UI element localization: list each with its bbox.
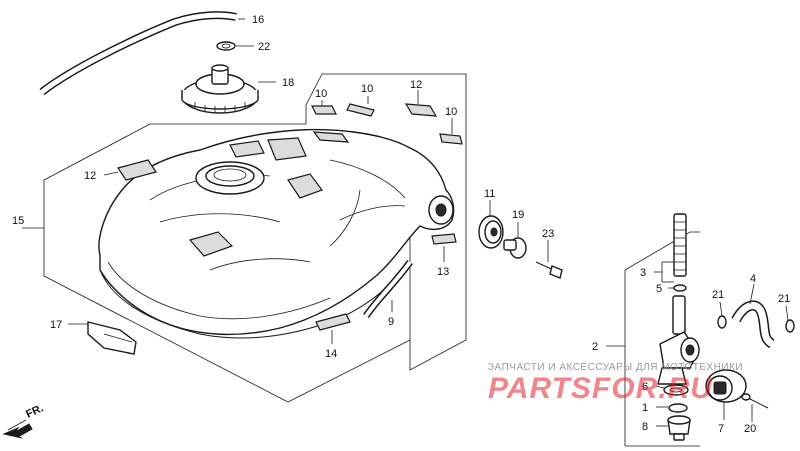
rubber-pad-left [117, 159, 157, 181]
mount-grommet [478, 215, 504, 249]
o-ring-1 [668, 403, 688, 413]
label-22: 22 [258, 41, 270, 53]
sediment-cup [667, 415, 691, 441]
watermark-brand: PARTSFOR.RU [488, 372, 713, 405]
label-3: 3 [640, 267, 646, 279]
label-10b: 10 [361, 83, 373, 95]
fuel-hose [731, 300, 776, 349]
tank-cushion [87, 321, 137, 355]
rubber-pad-14 [315, 313, 351, 331]
label-18: 18 [282, 77, 294, 89]
fuel-strainer [673, 213, 687, 277]
fuel-valve-body [657, 295, 700, 385]
label-5: 5 [656, 283, 662, 295]
label-16: 16 [252, 14, 264, 26]
breather-hose [39, 11, 237, 96]
label-12a: 12 [410, 79, 422, 91]
label-23: 23 [542, 228, 554, 240]
label-10a: 10 [315, 88, 327, 100]
label-7: 7 [718, 423, 724, 435]
label-8: 8 [642, 421, 648, 433]
mount-bolt [535, 261, 563, 279]
packing-6 [663, 384, 689, 396]
watermark: ЗАПЧАСТИ И АКСЕССУАРЫ ДЛЯ МОТОТЕХНИКИ PA… [488, 362, 743, 405]
hose-clip [216, 41, 236, 51]
label-9: 9 [388, 316, 394, 328]
label-21b: 21 [778, 293, 790, 305]
label-13: 13 [437, 266, 449, 278]
rubber-pad-13 [431, 233, 457, 245]
watermark-caption: ЗАПЧАСТИ И АКСЕССУАРЫ ДЛЯ МОТОТЕХНИКИ [488, 362, 743, 373]
hose-clip-right [785, 319, 795, 333]
label-11: 11 [484, 188, 495, 200]
label-17: 17 [50, 319, 62, 331]
label-19: 19 [512, 209, 524, 221]
fuel-tank [98, 128, 455, 339]
label-21a: 21 [712, 289, 724, 301]
part-number-labels: 16 22 18 10 10 12 10 12 15 11 19 23 13 9… [12, 14, 790, 435]
front-label: FR. [24, 402, 45, 420]
label-6: 6 [642, 381, 648, 393]
main-assembly-frame [43, 73, 467, 403]
tank-band [363, 259, 413, 319]
collar [503, 237, 527, 259]
label-4: 4 [750, 273, 756, 285]
label-12b: 12 [84, 170, 96, 182]
valve-lever [705, 369, 747, 403]
label-10c: 10 [445, 106, 457, 118]
front-direction-marker: FR. [2, 402, 45, 439]
label-2: 2 [592, 341, 598, 353]
hose-clip-left [717, 315, 727, 329]
fuel-cap [181, 64, 259, 114]
fuel-valve-frame [624, 231, 700, 447]
lever-screw [741, 393, 769, 409]
label-14: 14 [325, 348, 337, 360]
rubber-pads-upper [311, 103, 463, 145]
o-ring-5 [673, 284, 687, 292]
label-20: 20 [744, 423, 756, 435]
label-15: 15 [12, 215, 24, 227]
label-1: 1 [642, 402, 648, 414]
leader-lines [22, 18, 789, 427]
